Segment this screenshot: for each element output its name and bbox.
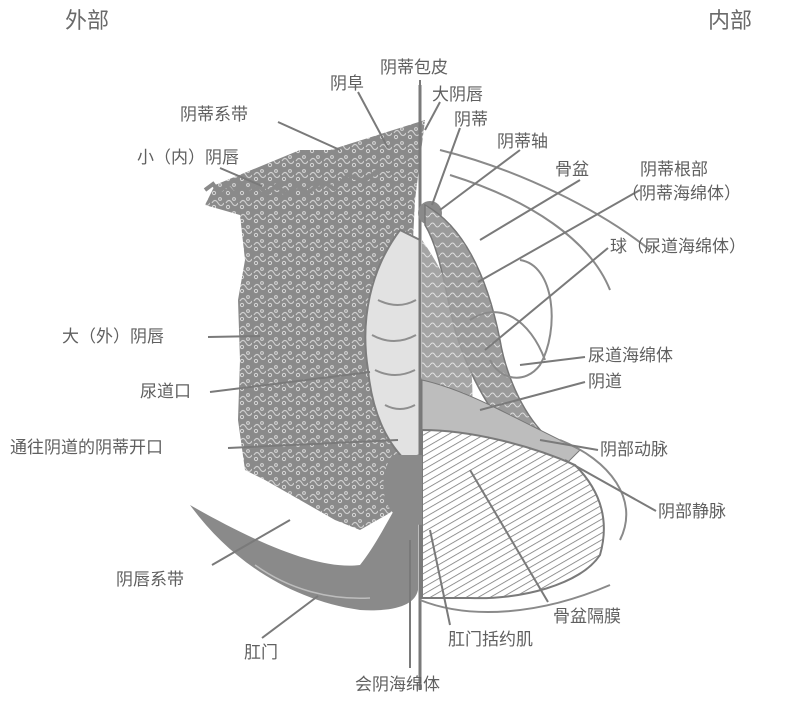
inner-heading: 内部 (708, 9, 753, 34)
perineum-highlight (254, 564, 371, 599)
sphincter-shape (383, 455, 422, 525)
label-crus-line2: （阴蒂海绵体） (622, 184, 741, 204)
label-labia-majora: 大（外）阴唇 (62, 327, 164, 347)
label-body-clitoris: 阴蒂轴 (497, 132, 548, 152)
label-urethral-sponge: 尿道海绵体 (588, 346, 673, 366)
pelvic-muscle-shape (421, 428, 605, 600)
outer-heading: 外部 (65, 9, 110, 34)
label-pelvis: 骨盆 (555, 160, 589, 180)
leader-lines (207, 80, 657, 668)
label-clitoris: 阴蒂 (454, 110, 488, 130)
label-anus: 肛门 (244, 643, 278, 663)
label-frenulum-clitoris: 阴蒂系带 (180, 105, 248, 125)
label-bulb: 球（尿道海绵体） (610, 237, 746, 257)
label-perineal-sponge: 会阴海绵体 (355, 675, 440, 695)
label-vaginal-opening: 通往阴道的阴蒂开口 (10, 438, 163, 458)
labia-minora-folds (371, 299, 417, 410)
lower-boundary (419, 439, 628, 613)
label-pudendal-vein: 阴部静脉 (658, 502, 726, 522)
perineum-crescent (190, 470, 418, 611)
label-pelvic-diaphragm: 骨盆隔膜 (553, 607, 621, 627)
labia-majora-shape (205, 120, 425, 530)
label-urethral-opening: 尿道口 (140, 382, 191, 402)
label-labia-majora-top: 大阴唇 (432, 85, 483, 105)
pelvic-bone-curves (439, 149, 651, 379)
label-anal-sphincter: 肛门括约肌 (448, 630, 533, 650)
label-pudendal-artery: 阴部动脉 (600, 440, 668, 460)
label-mons: 阴阜 (330, 74, 364, 94)
label-labia-minora: 小（内）阴唇 (137, 148, 239, 168)
label-crus-line1: 阴蒂根部 (640, 160, 708, 180)
label-fourchette: 阴唇系带 (116, 570, 184, 590)
hair-fringe (203, 167, 394, 198)
label-prepuce: 阴蒂包皮 (380, 58, 448, 78)
labia-minora-shape (364, 228, 421, 462)
label-vagina: 阴道 (588, 372, 622, 392)
